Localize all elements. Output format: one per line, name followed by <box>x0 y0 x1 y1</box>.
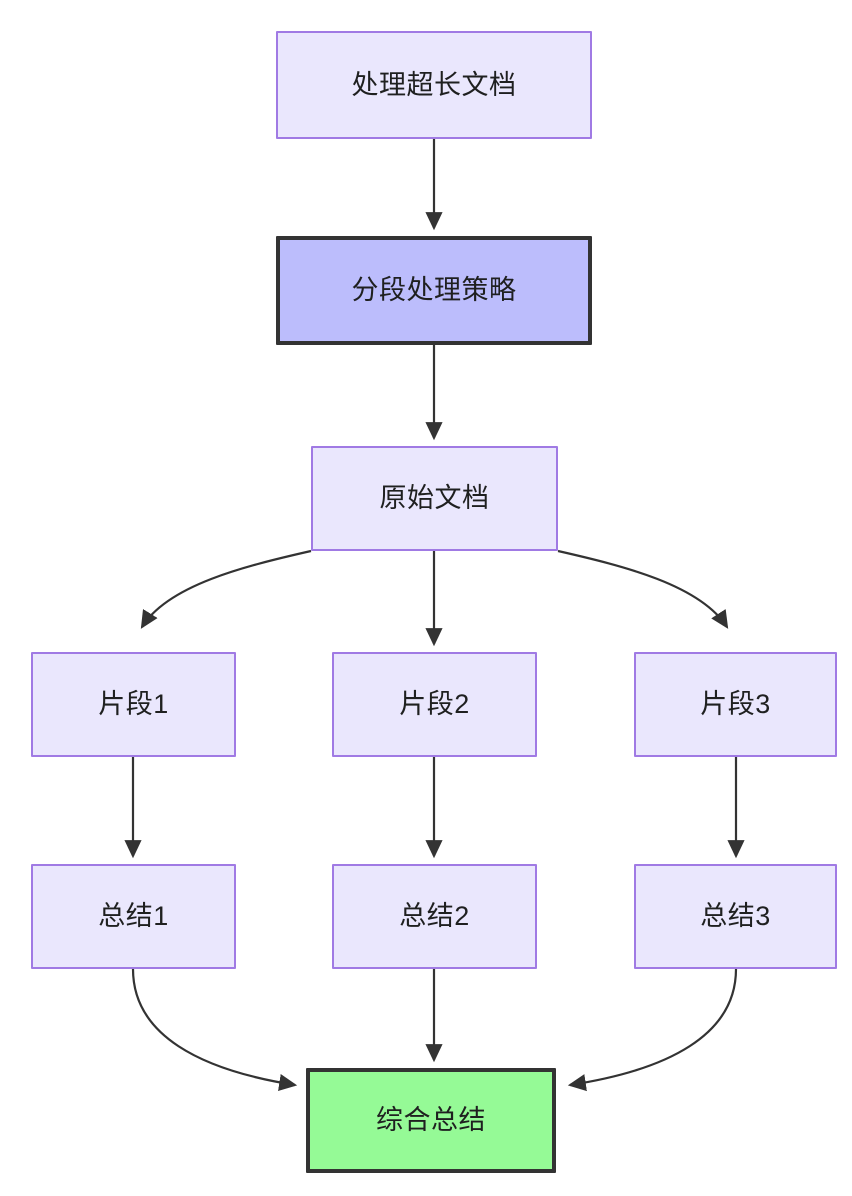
node-chunking-strategy[interactable]: 分段处理策略 <box>276 236 592 345</box>
node-label: 处理超长文档 <box>351 69 517 100</box>
node-process-long-document[interactable]: 处理超长文档 <box>276 31 592 139</box>
node-fragment-3[interactable]: 片段3 <box>634 652 837 757</box>
node-original-document[interactable]: 原始文档 <box>311 446 558 551</box>
edge-orig-to-frag3 <box>557 549 729 629</box>
edge-orig-to-frag1 <box>140 549 312 629</box>
node-label: 总结3 <box>700 901 771 932</box>
node-summary-1[interactable]: 总结1 <box>31 864 236 969</box>
node-comprehensive-summary[interactable]: 综合总结 <box>306 1068 556 1173</box>
node-fragment-2[interactable]: 片段2 <box>332 652 537 757</box>
edge-sum3-to-final <box>567 968 738 1092</box>
node-label: 原始文档 <box>379 483 490 514</box>
node-label: 片段2 <box>399 689 470 720</box>
node-fragment-1[interactable]: 片段1 <box>31 652 236 757</box>
node-label: 综合总结 <box>376 1105 486 1136</box>
node-label: 分段处理策略 <box>351 275 517 306</box>
node-summary-2[interactable]: 总结2 <box>332 864 537 969</box>
node-summary-3[interactable]: 总结3 <box>634 864 837 969</box>
node-label: 片段1 <box>98 689 169 720</box>
node-label: 总结2 <box>399 901 470 932</box>
edge-sum1-to-final <box>131 968 298 1092</box>
node-label: 总结1 <box>98 901 169 932</box>
node-label: 片段3 <box>700 689 771 720</box>
